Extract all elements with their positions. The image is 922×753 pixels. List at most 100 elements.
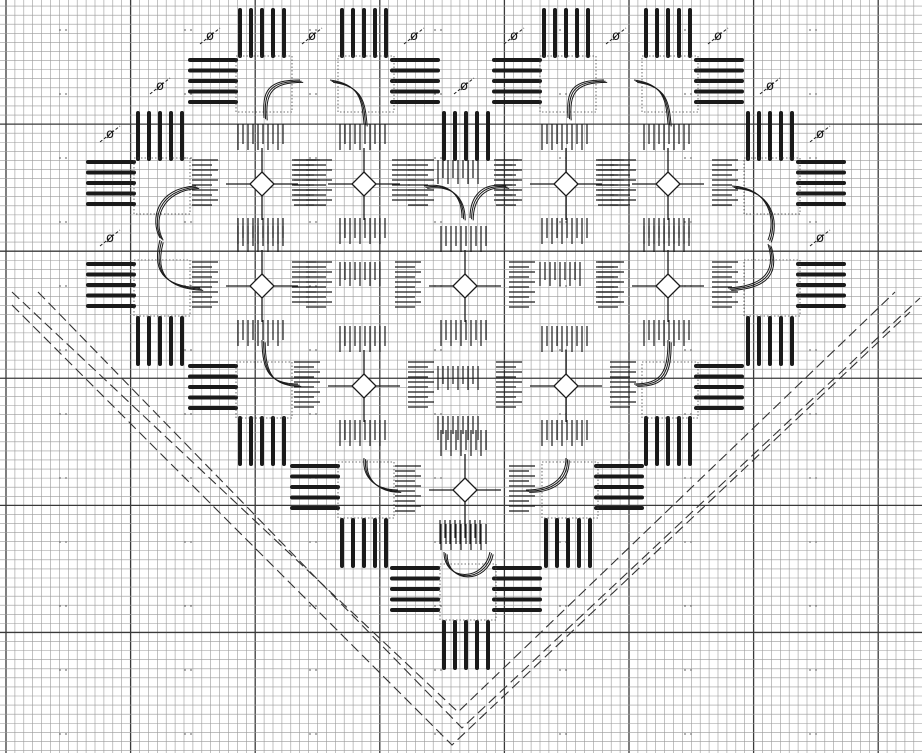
grid-dot bbox=[684, 93, 686, 95]
grid-dot bbox=[309, 733, 311, 735]
cut-marker-glyph: ø bbox=[816, 127, 824, 142]
grid-dot bbox=[815, 605, 817, 607]
grid-dot bbox=[309, 157, 311, 159]
grid-dot bbox=[440, 477, 442, 479]
grid-dot bbox=[184, 541, 186, 543]
grid-dot bbox=[684, 349, 686, 351]
grid-dot bbox=[809, 29, 811, 31]
grid-dot bbox=[809, 157, 811, 159]
grid-dot bbox=[684, 541, 686, 543]
grid-dot bbox=[59, 413, 61, 415]
grid-dot bbox=[440, 669, 442, 671]
grid-dot bbox=[809, 733, 811, 735]
grid-dot bbox=[815, 29, 817, 31]
grid-dot bbox=[190, 733, 192, 735]
grid-dot bbox=[184, 349, 186, 351]
grid-dot bbox=[309, 349, 311, 351]
grid-dot bbox=[315, 541, 317, 543]
grid-dot bbox=[815, 413, 817, 415]
grid-dot bbox=[65, 541, 67, 543]
grid-dot bbox=[690, 93, 692, 95]
grid-dot bbox=[59, 93, 61, 95]
grid-dot bbox=[565, 285, 567, 287]
grid-dot bbox=[565, 93, 567, 95]
grid-dot bbox=[809, 605, 811, 607]
grid-dot bbox=[59, 221, 61, 223]
cut-marker-glyph: ø bbox=[156, 79, 164, 94]
grid-dot bbox=[815, 477, 817, 479]
grid-dot bbox=[309, 605, 311, 607]
grid-dot bbox=[59, 733, 61, 735]
grid-dot bbox=[815, 93, 817, 95]
grid-dot bbox=[440, 93, 442, 95]
grid-dot bbox=[65, 93, 67, 95]
grid-dot bbox=[559, 413, 561, 415]
grid-dot bbox=[440, 157, 442, 159]
grid-dot bbox=[815, 669, 817, 671]
grid-dot bbox=[65, 157, 67, 159]
grid-dot bbox=[690, 733, 692, 735]
cut-marker-glyph: ø bbox=[106, 127, 114, 142]
grid-dot bbox=[65, 605, 67, 607]
grid-dot bbox=[809, 221, 811, 223]
grid-dot bbox=[190, 29, 192, 31]
grid-dot bbox=[309, 221, 311, 223]
cut-marker-glyph: ø bbox=[816, 231, 824, 246]
grid-dot bbox=[65, 669, 67, 671]
grid-dot bbox=[684, 669, 686, 671]
grid-dot bbox=[690, 413, 692, 415]
grid-dot bbox=[184, 221, 186, 223]
grid-dot bbox=[440, 413, 442, 415]
grid-dot bbox=[190, 477, 192, 479]
grid-dot bbox=[59, 29, 61, 31]
grid-dot bbox=[190, 605, 192, 607]
grid-dot bbox=[59, 541, 61, 543]
grid-dot bbox=[684, 29, 686, 31]
grid-dot bbox=[59, 285, 61, 287]
grid-dot bbox=[559, 29, 561, 31]
grid-dot bbox=[690, 477, 692, 479]
grid-dot bbox=[809, 413, 811, 415]
cut-marker-glyph: ø bbox=[308, 29, 316, 44]
grid-dot bbox=[815, 541, 817, 543]
grid-dot bbox=[65, 477, 67, 479]
grid-dot bbox=[434, 669, 436, 671]
grid-dot bbox=[559, 93, 561, 95]
grid-dot bbox=[190, 221, 192, 223]
grid-dot bbox=[184, 413, 186, 415]
grid-dot bbox=[809, 541, 811, 543]
grid-dot bbox=[684, 477, 686, 479]
grid-dot bbox=[690, 669, 692, 671]
grid-dot bbox=[59, 669, 61, 671]
cut-marker-glyph: ø bbox=[460, 79, 468, 94]
grid-dot bbox=[184, 669, 186, 671]
grid-dot bbox=[190, 349, 192, 351]
grid-dot bbox=[59, 605, 61, 607]
grid-dot bbox=[690, 349, 692, 351]
grid-dot bbox=[565, 477, 567, 479]
grid-dot bbox=[440, 29, 442, 31]
grid-dot bbox=[315, 221, 317, 223]
grid-dot bbox=[309, 669, 311, 671]
grid-dot bbox=[434, 349, 436, 351]
grid-dot bbox=[815, 157, 817, 159]
grid-dot bbox=[434, 221, 436, 223]
grid-dot bbox=[690, 541, 692, 543]
grid-dot bbox=[559, 669, 561, 671]
grid-dot bbox=[190, 541, 192, 543]
grid-dot bbox=[184, 93, 186, 95]
grid-dot bbox=[809, 669, 811, 671]
grid-dot bbox=[309, 93, 311, 95]
grid-dot bbox=[190, 413, 192, 415]
grid-dot bbox=[309, 541, 311, 543]
grid-dot bbox=[434, 29, 436, 31]
grid-dot bbox=[815, 349, 817, 351]
grid-dot bbox=[565, 669, 567, 671]
grid-dot bbox=[315, 413, 317, 415]
grid-dot bbox=[59, 477, 61, 479]
grid-dot bbox=[434, 413, 436, 415]
grid-dot bbox=[815, 221, 817, 223]
grid-dot bbox=[684, 733, 686, 735]
grid-dot bbox=[690, 605, 692, 607]
grid-dot bbox=[65, 285, 67, 287]
